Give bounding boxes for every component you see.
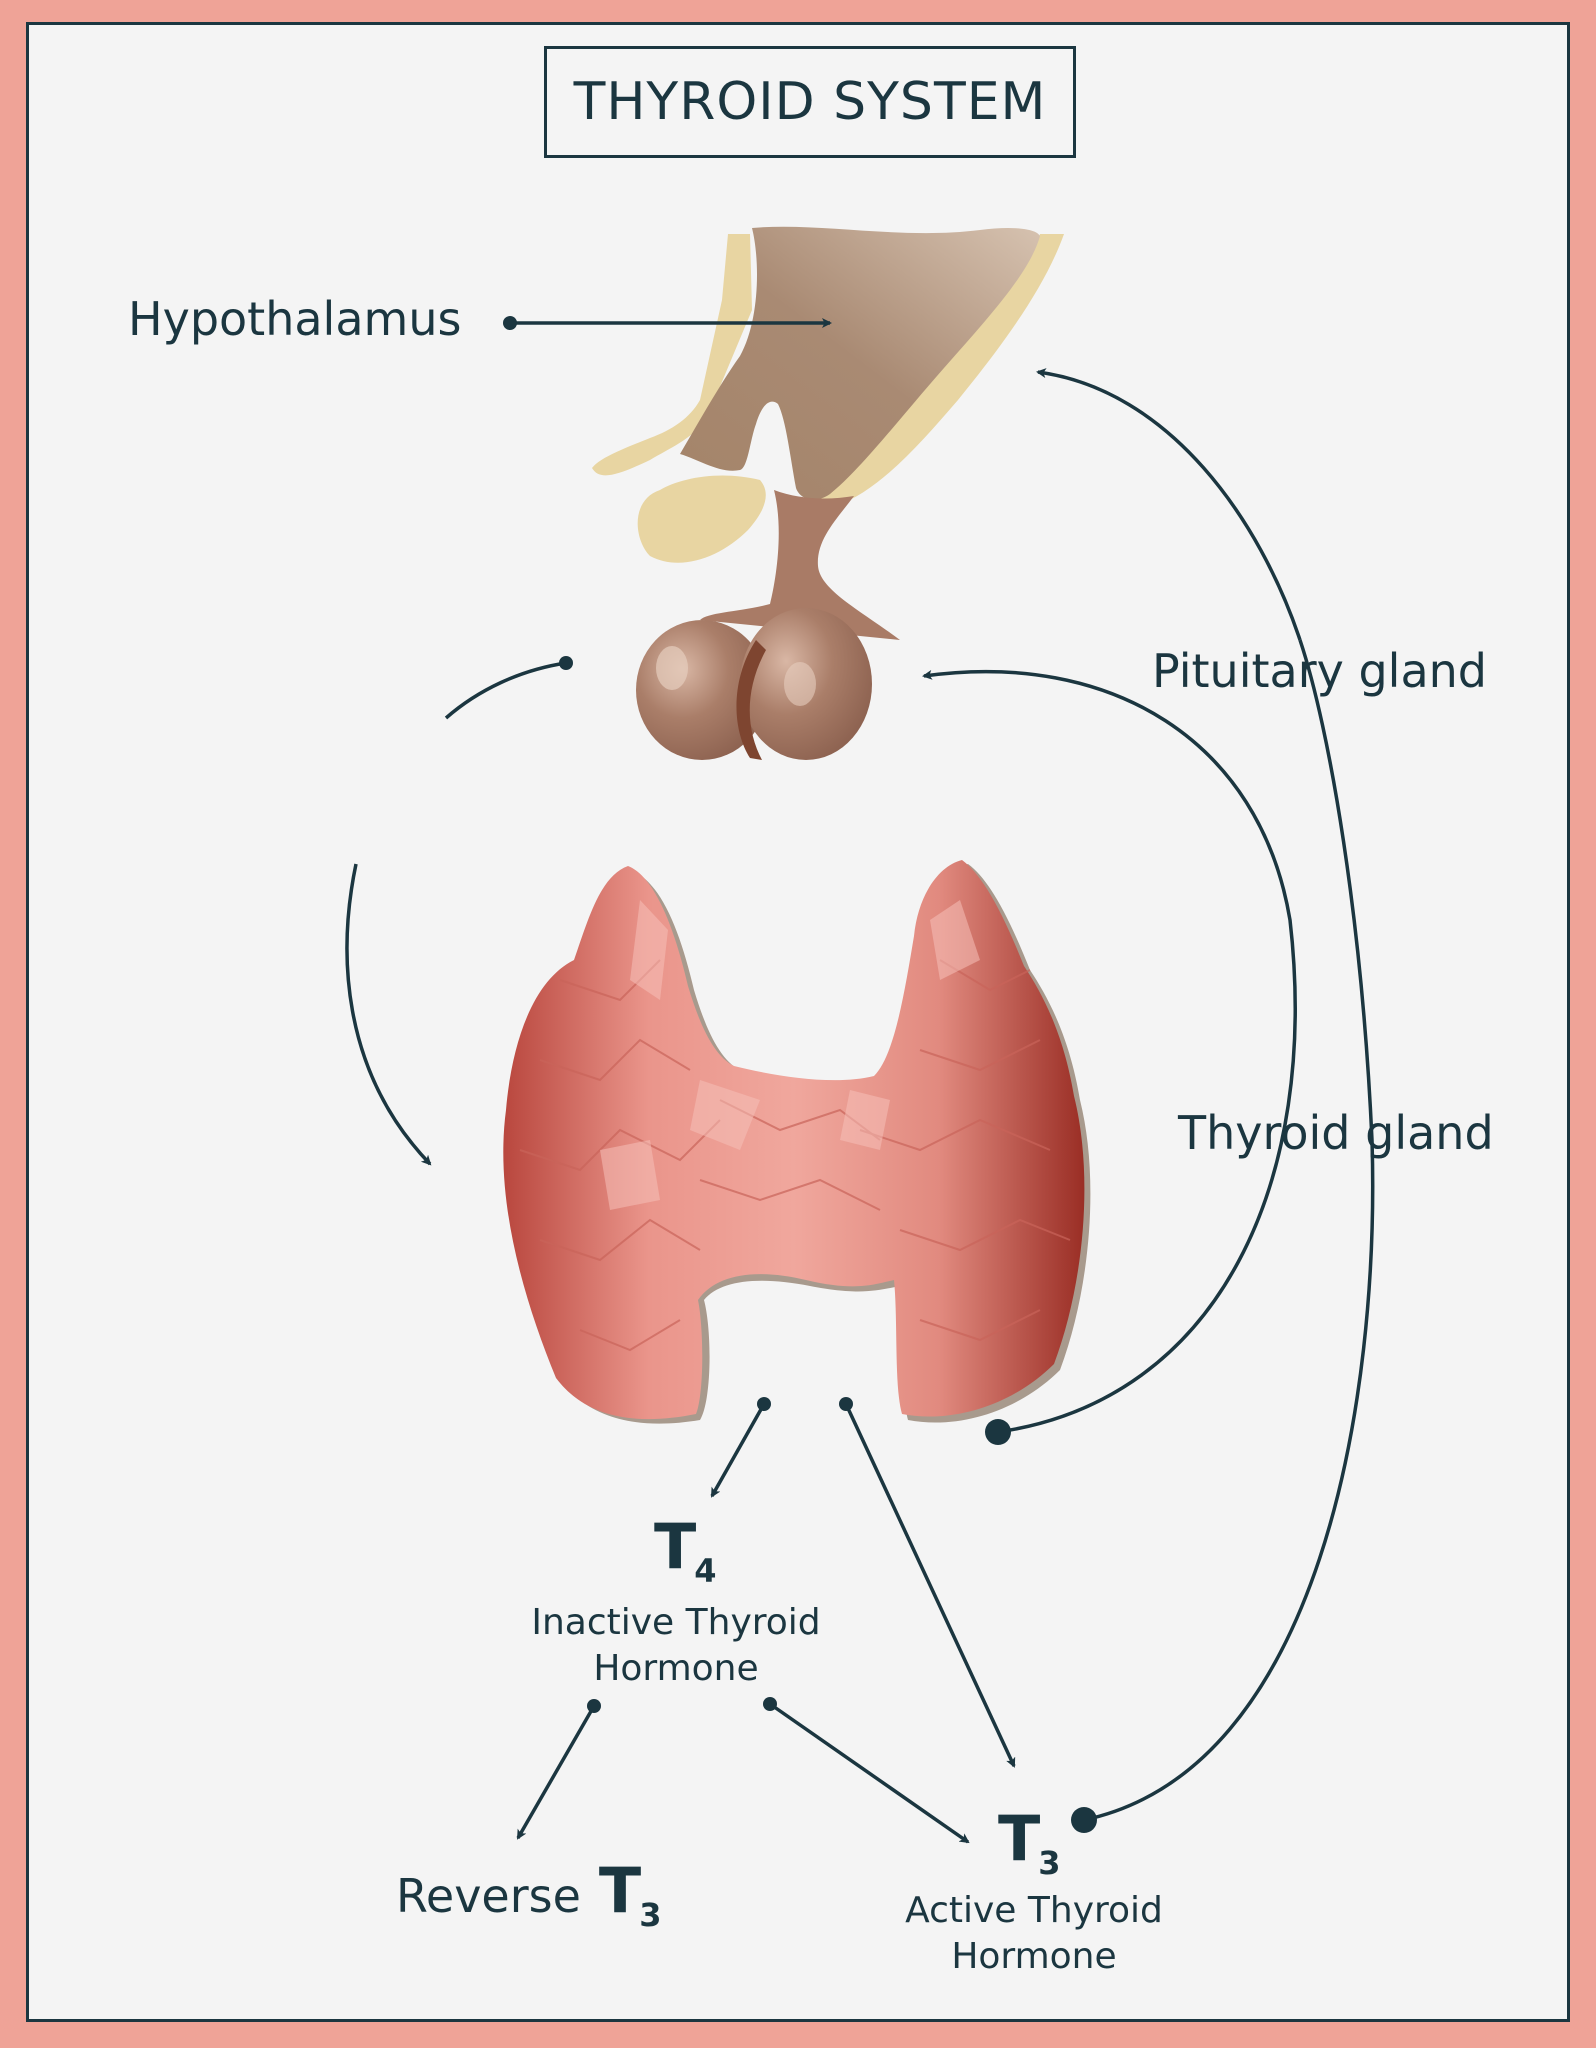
t4-left-dot bbox=[587, 1699, 601, 1713]
title-box: THYROID SYSTEM bbox=[544, 46, 1076, 158]
thyroid-body bbox=[503, 860, 1085, 1420]
hypothalamus-lower-lobe bbox=[637, 475, 766, 563]
thyroid-highlights bbox=[600, 900, 980, 1210]
thyroid-t4-dot bbox=[757, 1397, 771, 1411]
pituitary-stalk bbox=[700, 490, 900, 640]
pituitary-illustration bbox=[636, 490, 900, 760]
hypothalamus-right-outline bbox=[812, 234, 1064, 506]
t3-feedback-arrow bbox=[1083, 639, 1375, 1822]
thyroid-label: Thyroid gland bbox=[1178, 1106, 1494, 1160]
t3-symbol: T3 bbox=[998, 1808, 1063, 1883]
t4-subscript: 4 bbox=[694, 1552, 717, 1590]
t3-feedback-arrow-upper bbox=[1036, 368, 1302, 641]
t4-to-reverse-t3-arrow bbox=[516, 1705, 596, 1840]
t3-description: Active Thyroid Hormone bbox=[874, 1888, 1194, 1980]
t4-symbol: T4 bbox=[654, 1516, 719, 1591]
reverse-t3-letter: T bbox=[598, 1854, 642, 1927]
pituitary-highlight bbox=[656, 646, 688, 690]
t3-line1: Active Thyroid bbox=[905, 1890, 1163, 1931]
reverse-prefix: Reverse bbox=[396, 1869, 581, 1923]
pituitary-highlight bbox=[784, 662, 816, 706]
t3-feedback-dot bbox=[1071, 1807, 1097, 1833]
t4-right-dot bbox=[763, 1697, 777, 1711]
thyroid-feedback-dot bbox=[985, 1419, 1011, 1445]
pituitary-to-thyroid-arrow-top bbox=[444, 661, 567, 720]
t4-line2: Hormone bbox=[593, 1648, 759, 1689]
pituitary-to-thyroid-arrow-bottom bbox=[345, 863, 432, 1166]
thyroid-to-t4-arrow bbox=[710, 1403, 766, 1498]
thyroid-illustration bbox=[503, 860, 1091, 1424]
t3-letter: T bbox=[998, 1802, 1041, 1875]
pituitary-label: Pituitary gland bbox=[1152, 644, 1487, 698]
pituitary-dot bbox=[559, 656, 573, 670]
connector-dots bbox=[503, 316, 1097, 1833]
thyroid-t3-dot bbox=[839, 1397, 853, 1411]
hypothalamus-dot bbox=[503, 316, 517, 330]
t4-line1: Inactive Thyroid bbox=[531, 1602, 821, 1643]
hypothalamus-illustration bbox=[592, 226, 1064, 563]
hypothalamus-label: Hypothalamus bbox=[128, 292, 462, 346]
hypothalamus-outline bbox=[592, 234, 752, 476]
hypothalamus-body bbox=[680, 226, 1040, 500]
t4-description: Inactive Thyroid Hormone bbox=[516, 1600, 836, 1692]
t4-to-t3-arrow bbox=[768, 1702, 970, 1844]
pituitary-cleft bbox=[736, 640, 766, 760]
t3-line2: Hormone bbox=[951, 1936, 1117, 1977]
connectors bbox=[345, 318, 1375, 1844]
reverse-t3-subscript: 3 bbox=[639, 1896, 662, 1934]
page-title: THYROID SYSTEM bbox=[573, 72, 1047, 132]
thyroid-feedback-arrow bbox=[922, 669, 1297, 1434]
t3-subscript: 3 bbox=[1038, 1844, 1061, 1882]
t4-letter: T bbox=[654, 1510, 697, 1583]
thyroid-to-t3-arrow bbox=[844, 1403, 1016, 1768]
